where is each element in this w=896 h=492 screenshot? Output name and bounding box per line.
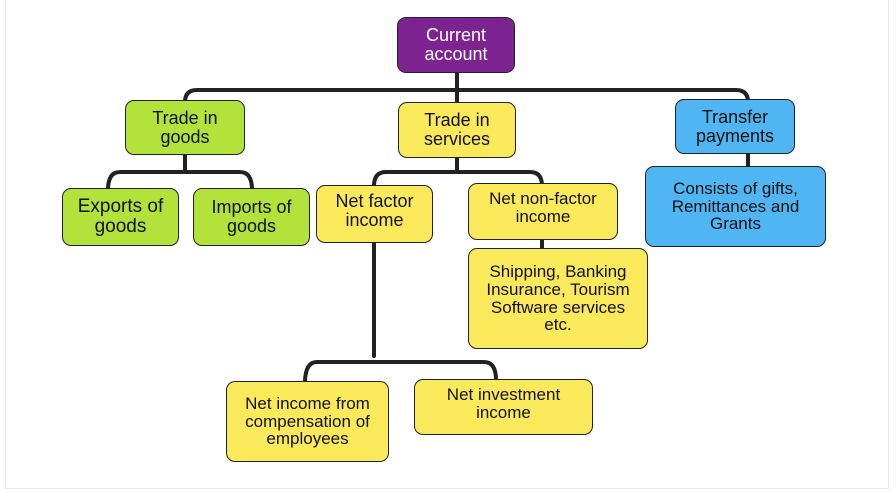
- diagram-frame: [5, 0, 889, 489]
- net-non-factor-income-node: Net non-factor income: [468, 183, 618, 240]
- net-income-compensation-node: Net income from compensation of employee…: [226, 381, 389, 462]
- current-account-node: Current account: [397, 17, 515, 73]
- transfer-detail-label: Consists of gifts, Remittances and Grant…: [671, 178, 800, 234]
- net-investment-income-node: Net investment income: [414, 379, 593, 435]
- trade-in-goods-node: Trade in goods: [125, 100, 245, 155]
- non-factor-services-detail-label: Shipping, Banking Insurance, Tourism Sof…: [486, 261, 630, 335]
- connector-services: [372, 155, 544, 188]
- net-income-compensation-label: Net income from compensation of employee…: [245, 393, 370, 449]
- trade-in-services-label: Trade in services: [423, 110, 490, 149]
- net-non-factor-income-label: Net non-factor income: [489, 189, 597, 226]
- non-factor-services-detail-node: Shipping, Banking Insurance, Tourism Sof…: [468, 248, 648, 349]
- exports-of-goods-node: Exports of goods: [62, 188, 179, 246]
- imports-of-goods-node: Imports of goods: [193, 188, 310, 246]
- trade-in-goods-label: Trade in goods: [152, 107, 218, 147]
- net-investment-income-label: Net investment income: [446, 385, 561, 422]
- exports-of-goods-label: Exports of goods: [77, 196, 164, 237]
- transfer-payments-node: Transfer payments: [675, 99, 795, 154]
- net-factor-income-label: Net factor income: [335, 191, 414, 230]
- net-factor-income-node: Net factor income: [316, 185, 433, 243]
- connector-root: [183, 70, 750, 106]
- trade-in-services-node: Trade in services: [398, 102, 516, 158]
- current-account-label: Current account: [424, 25, 488, 64]
- connector-goods: [106, 152, 254, 192]
- connector-factor: [303, 240, 498, 385]
- transfer-payments-label: Transfer payments: [695, 106, 775, 146]
- imports-of-goods-label: Imports of goods: [211, 197, 292, 236]
- transfer-detail-node: Consists of gifts, Remittances and Grant…: [645, 166, 826, 247]
